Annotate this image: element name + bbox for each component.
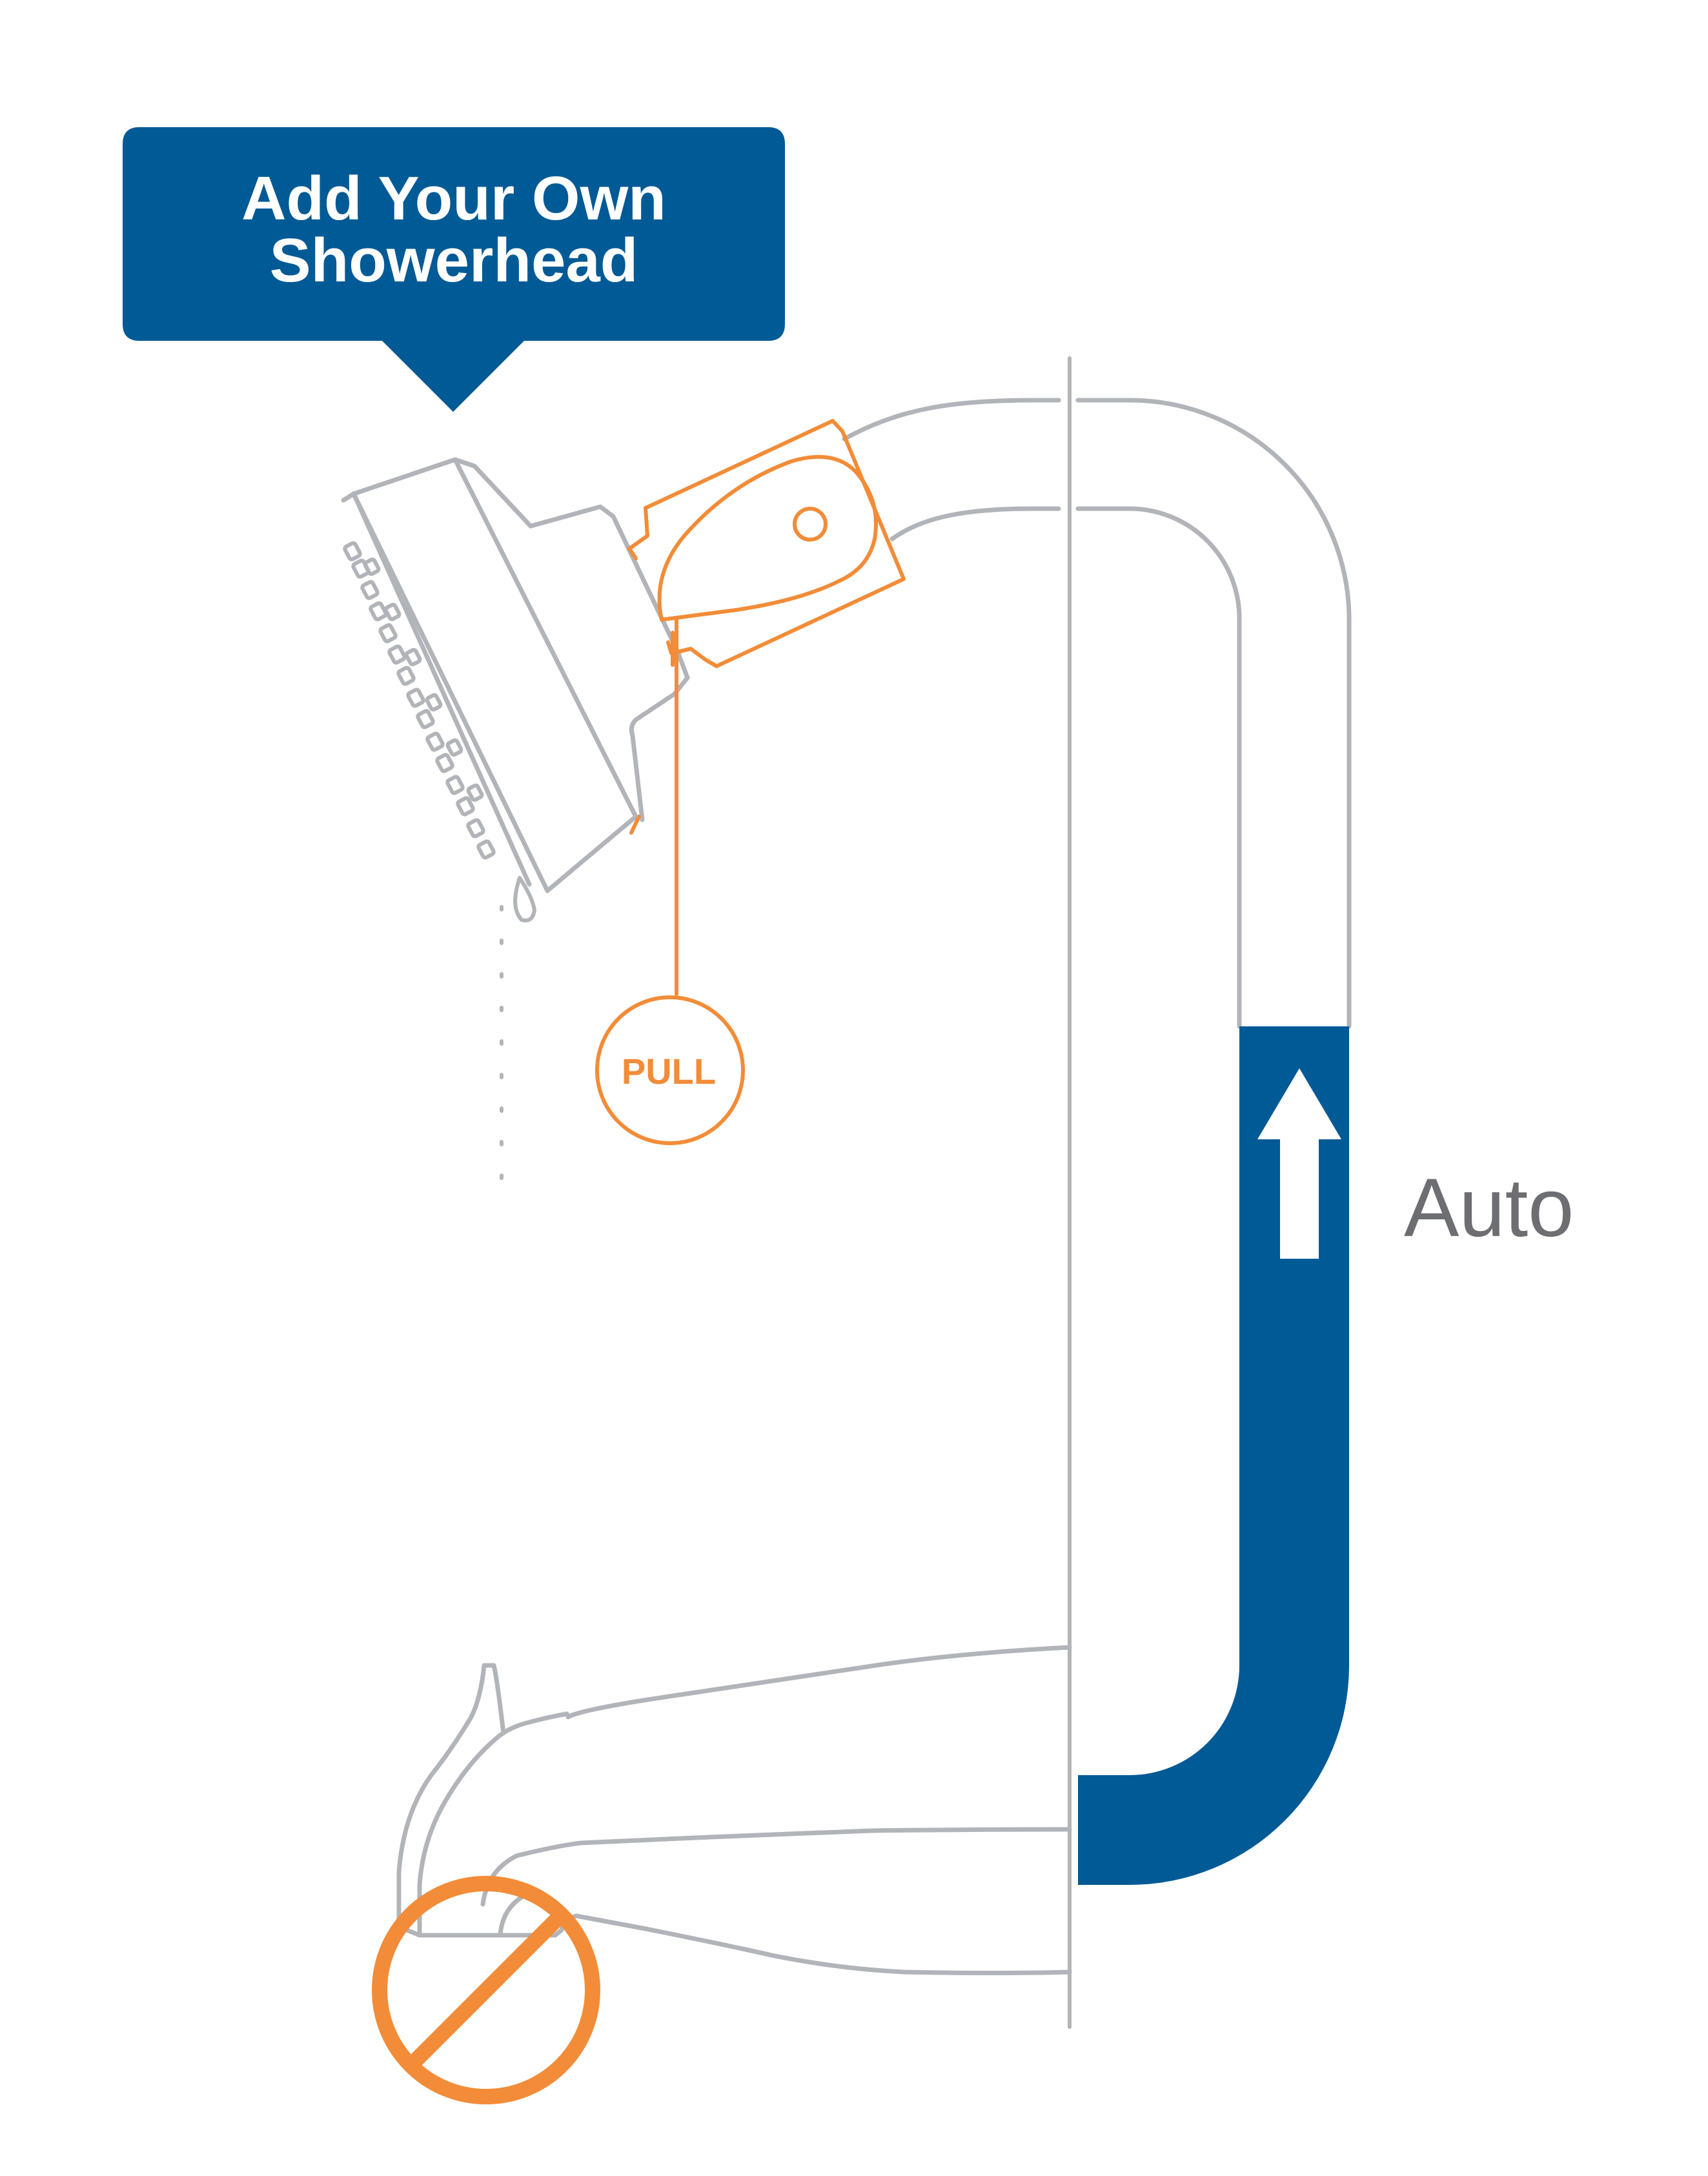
no-symbol-icon (372, 1876, 600, 2104)
showerhead-icon (341, 457, 690, 1203)
callout-box (123, 127, 785, 412)
callout: Add Your Own Showerhead (123, 127, 785, 412)
pull-cord-icon: PULL (595, 419, 906, 1145)
callout-title-line2: Showerhead (270, 226, 638, 295)
pull-label: PULL (622, 1051, 716, 1092)
shower-pipe (842, 398, 1352, 1885)
callout-title-line1: Add Your Own (241, 164, 666, 233)
flow-arrow-icon (1257, 1068, 1341, 1259)
pull-knob[interactable] (595, 995, 745, 1145)
flow-label: Auto (1404, 1162, 1574, 1254)
tub-spout-icon (396, 1645, 1072, 1975)
